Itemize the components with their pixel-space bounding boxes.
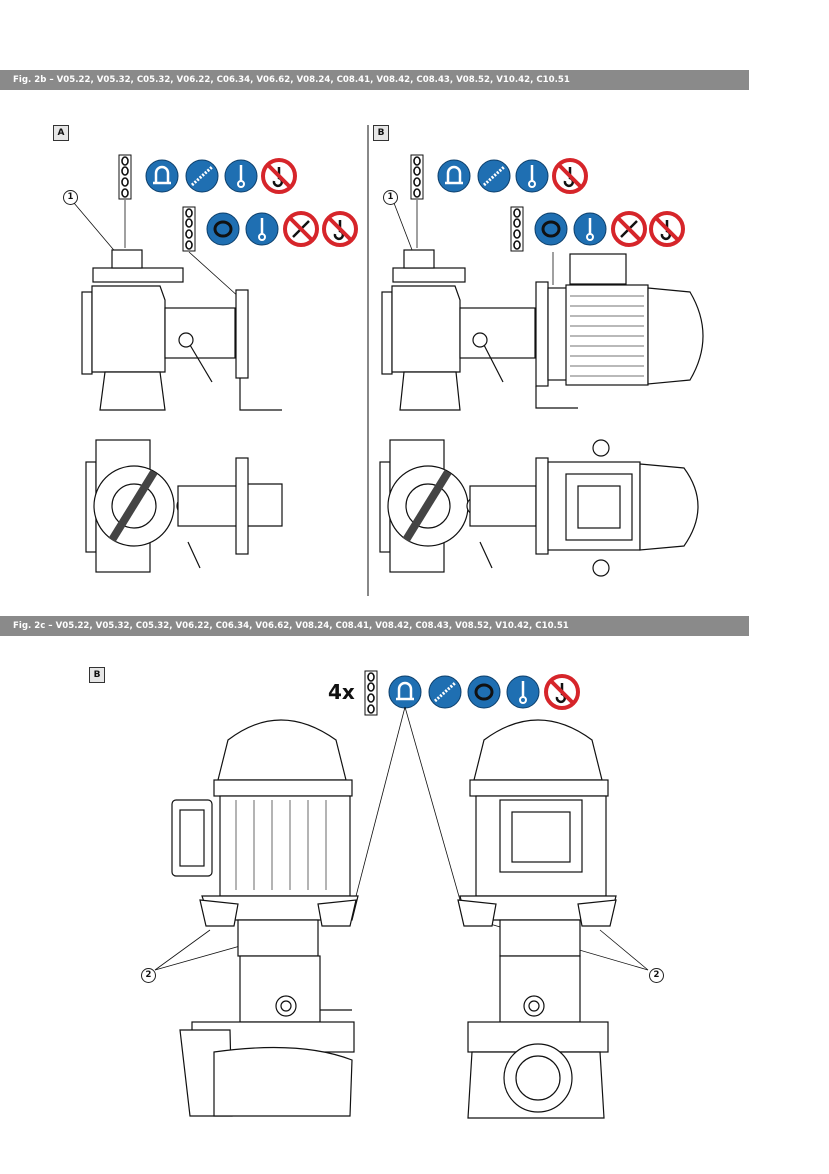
icon-row-2c (364, 670, 580, 716)
motor-fins-b (570, 295, 644, 377)
fig-2c-title: Fig. 2c – V05.22, V05.32, C05.32, V06.22… (0, 616, 749, 636)
no-sling-icon (611, 211, 647, 247)
eyebolt-icon (244, 211, 280, 247)
round-sling-icon (533, 211, 569, 247)
panel-label-b-2c: B (89, 667, 105, 683)
icon-row-b-top (410, 154, 588, 200)
no-hook-icon (649, 211, 685, 247)
no-sling-icon (283, 211, 319, 247)
vertical-pump-left (171, 719, 359, 1117)
callout-1-b: 1 (383, 190, 398, 205)
lifting-sling-icon (427, 674, 463, 710)
lifting-chain-icon (118, 154, 132, 200)
callout-1-a: 1 (63, 190, 78, 205)
callout-2-left: 2 (141, 968, 156, 983)
fig-2b-title: Fig. 2b – V05.22, V05.32, C05.32, V06.22… (0, 70, 749, 90)
lifting-sling-icon (184, 158, 220, 194)
lifting-lugs-right (457, 899, 617, 927)
motor-fins-left (235, 800, 327, 890)
shackle-icon (387, 674, 423, 710)
lifting-lugs-left (199, 899, 357, 927)
panel-label-a: A (53, 125, 69, 141)
eyebolt-icon (223, 158, 259, 194)
icon-row-a-bottom (182, 206, 358, 252)
pump-side-view-a (81, 249, 282, 411)
round-sling-icon (205, 211, 241, 247)
pump-motor-side-view-b (381, 249, 704, 411)
no-hook-icon (544, 674, 580, 710)
lifting-chain-icon (364, 670, 378, 716)
shackle-icon (144, 158, 180, 194)
quantity-4x: 4x (328, 680, 355, 704)
round-sling-icon (466, 674, 502, 710)
panel-label-b: B (373, 125, 389, 141)
pump-top-view-a (85, 439, 283, 573)
eyebolt-icon (572, 211, 608, 247)
icon-row-b-bottom (510, 206, 685, 252)
no-hook-icon (552, 158, 588, 194)
pump-motor-top-view-b (379, 439, 699, 577)
no-hook-icon (322, 211, 358, 247)
icon-row-a-top (118, 154, 297, 200)
lifting-chain-icon (410, 154, 424, 200)
callout-2-right: 2 (649, 968, 664, 983)
lifting-sling-icon (476, 158, 512, 194)
shackle-icon (436, 158, 472, 194)
no-hook-icon (261, 158, 297, 194)
vertical-pump-right (459, 719, 617, 1119)
eyebolt-icon (505, 674, 541, 710)
lifting-chain-icon (182, 206, 196, 252)
eyebolt-icon (514, 158, 550, 194)
lifting-chain-icon (510, 206, 524, 252)
